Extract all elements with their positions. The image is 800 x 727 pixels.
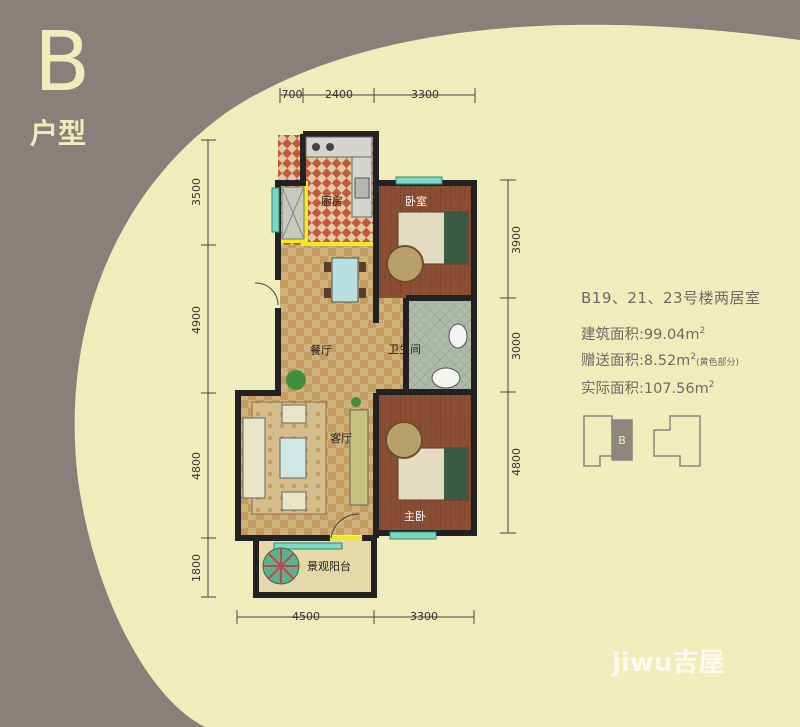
coffee-table bbox=[279, 437, 307, 479]
chair-icon bbox=[359, 288, 366, 298]
dining-table bbox=[331, 257, 359, 303]
dim-top-1: 700 bbox=[282, 88, 303, 101]
info-panel: B19、21、23号楼两居室 建筑面积:99.04m2 赠送面积:8.52m2(… bbox=[581, 287, 761, 399]
stove-burner-icon bbox=[312, 143, 320, 151]
key-plan bbox=[583, 415, 701, 467]
plant-icon bbox=[286, 370, 306, 390]
dim-bottom-1: 4500 bbox=[292, 610, 320, 623]
sink-icon bbox=[354, 177, 370, 199]
bottom-dimension-lines bbox=[236, 610, 475, 624]
building-title: B19、21、23号楼两居室 bbox=[581, 289, 761, 307]
room-label-dining: 餐厅 bbox=[310, 343, 332, 357]
entry-door bbox=[254, 282, 279, 306]
left-dimension-lines bbox=[201, 139, 216, 598]
dim-right-1: 3900 bbox=[510, 226, 523, 254]
actual-area-value: 107.56m bbox=[643, 380, 709, 397]
dim-right-3: 4800 bbox=[510, 448, 523, 476]
dim-top-3: 3300 bbox=[411, 88, 439, 101]
window-kitchen bbox=[271, 187, 280, 233]
area-superscript: 2 bbox=[699, 326, 706, 336]
kitchen-counter bbox=[305, 136, 373, 158]
gift-area-row: 赠送面积:8.52m2(黄色部分) bbox=[581, 346, 761, 374]
key-plan-label: B bbox=[618, 434, 626, 447]
room-label-kitchen: 厨房 bbox=[321, 195, 343, 208]
chair-icon bbox=[324, 288, 331, 298]
top-dimension-lines bbox=[279, 88, 476, 103]
armchair-icon bbox=[281, 404, 307, 424]
dim-left-4: 1800 bbox=[190, 554, 203, 582]
room-label-living: 客厅 bbox=[330, 431, 352, 445]
sofa-icon bbox=[242, 417, 266, 499]
parasol-ribs-icon bbox=[263, 548, 299, 584]
cabinet-cross-icon bbox=[281, 186, 305, 240]
window-bedroom bbox=[395, 176, 443, 185]
plant-icon bbox=[351, 397, 361, 407]
stove-burner-icon bbox=[326, 143, 334, 151]
dim-right-2: 3000 bbox=[510, 332, 523, 360]
gift-area-label: 赠送面积: bbox=[581, 352, 644, 369]
dim-bottom-2: 3300 bbox=[410, 610, 438, 623]
actual-area-label: 实际面积: bbox=[581, 380, 644, 397]
building-area-row: 建筑面积:99.04m2 bbox=[581, 320, 761, 346]
building-area-value: 99.04m bbox=[643, 326, 700, 343]
room-label-bathroom: 卫生间 bbox=[388, 342, 421, 356]
gift-area-note: (黄色部分) bbox=[696, 357, 740, 368]
dim-top-2: 2400 bbox=[325, 88, 353, 101]
gift-area-value: 8.52m bbox=[643, 352, 691, 369]
plan-type-label: 户型 bbox=[30, 117, 87, 150]
room-label-bedroom: 卧室 bbox=[405, 194, 427, 208]
area-superscript: 2 bbox=[690, 351, 697, 362]
plan-type-letter: B bbox=[34, 15, 91, 110]
washbasin-icon bbox=[431, 367, 461, 389]
chair-icon bbox=[324, 262, 331, 272]
room-label-balcony: 景观阳台 bbox=[307, 559, 351, 573]
round-rug-icon bbox=[386, 245, 424, 283]
watermark-logo: jiwu吉屋 bbox=[612, 648, 725, 678]
dim-left-1: 3500 bbox=[190, 178, 203, 206]
toilet-icon bbox=[448, 323, 468, 349]
building-area-label: 建筑面积: bbox=[581, 326, 644, 343]
master-bed-pillow-icon bbox=[444, 448, 468, 500]
bed-pillow-icon bbox=[444, 212, 468, 264]
window-master-bedroom bbox=[389, 531, 437, 540]
balcony-door bbox=[330, 513, 360, 539]
dim-left-2: 4900 bbox=[190, 306, 203, 334]
round-rug-icon bbox=[385, 421, 423, 459]
armchair-icon bbox=[281, 491, 307, 511]
actual-area-row: 实际面积:107.56m2 bbox=[581, 374, 761, 400]
chair-icon bbox=[359, 262, 366, 272]
tv-cabinet bbox=[349, 409, 369, 506]
room-label-master-bedroom: 主卧 bbox=[404, 510, 426, 523]
dim-left-3: 4800 bbox=[190, 452, 203, 480]
window-balcony bbox=[273, 542, 343, 550]
right-dimension-lines bbox=[500, 179, 516, 534]
area-superscript: 2 bbox=[708, 379, 715, 390]
